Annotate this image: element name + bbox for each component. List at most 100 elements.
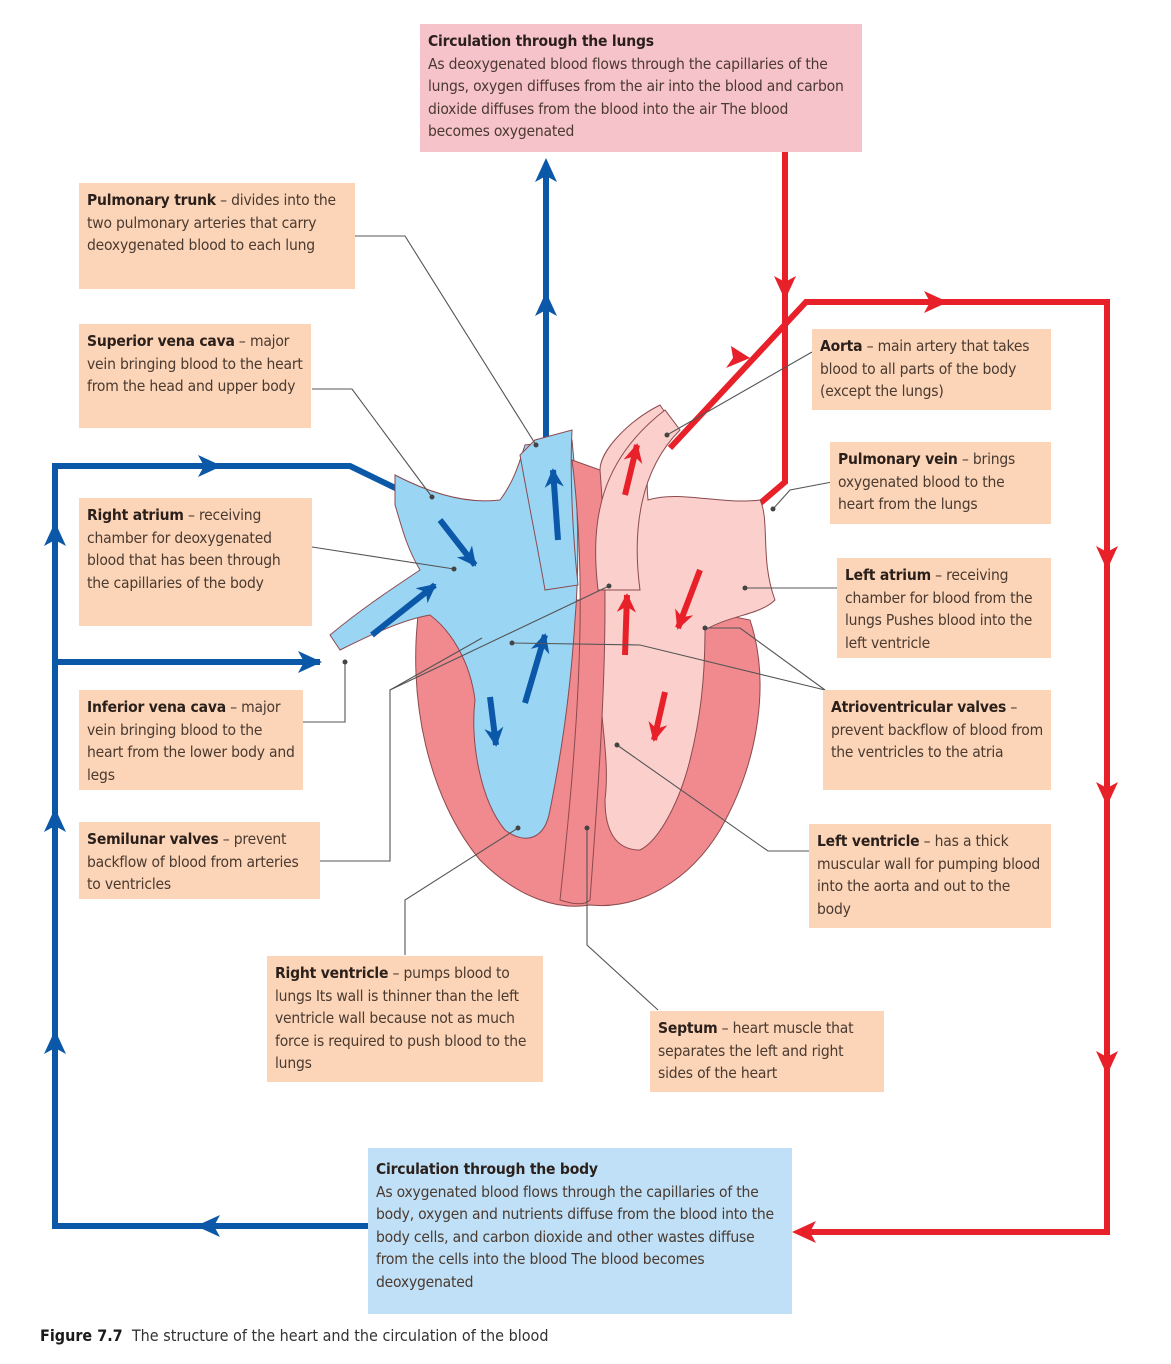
label-desc: receiving chamber for blood from the lun… (845, 566, 1033, 652)
label-septum: Septum – heart muscle that separates the… (650, 1011, 884, 1092)
flow-arrow-blue (522, 633, 550, 704)
leader-dots (342, 432, 776, 831)
label-term: Inferior vena cava (87, 698, 226, 716)
figure-caption-text: The structure of the heart and the circu… (131, 1326, 549, 1345)
leader-av-valves (705, 627, 826, 691)
flow-arrow-red (675, 568, 703, 630)
label-term: Left ventricle (817, 832, 920, 850)
label-av-valves: Atrioventricular valves – prevent backfl… (823, 690, 1051, 790)
arrowhead-right-icon (298, 651, 322, 673)
label-desc: main artery that takes blood to all part… (820, 337, 1030, 400)
heart-flow-arrows (370, 443, 703, 747)
label-term: Semilunar valves (87, 830, 219, 848)
body-return-line (52, 463, 422, 1229)
figure-number: Figure 7.7 (40, 1326, 123, 1345)
label-semilunar-valves: Semilunar valves – prevent backflow of b… (79, 822, 320, 899)
oxygenated-circulation-lines (667, 152, 1110, 1235)
leader-dot (702, 625, 708, 631)
flow-arrow-blue (370, 582, 437, 638)
leader-left-ventricle (616, 744, 812, 852)
body-circulation-box: Circulation through the body As oxygenat… (368, 1148, 792, 1314)
arrowhead-right-icon (198, 455, 222, 477)
leader-dot (451, 566, 457, 572)
label-term: Right ventricle (275, 964, 389, 982)
arrowhead-left-icon (792, 1221, 816, 1243)
label-desc: brings oxygenated blood to the heart fro… (838, 450, 1016, 513)
label-superior-vena-cava: Superior vena cava – major vein bringing… (79, 324, 311, 428)
label-desc: heart muscle that separates the left and… (658, 1019, 854, 1082)
leader-dot (515, 825, 521, 831)
arrowhead-down-icon (774, 276, 796, 300)
arrowhead-left-icon (196, 1215, 220, 1237)
label-term: Atrioventricular valves (831, 698, 1007, 716)
label-desc: major vein bringing blood to the heart f… (87, 332, 303, 395)
body-circulation-title: Circulation through the body (376, 1160, 598, 1178)
label-pulmonary-trunk: Pulmonary trunk – divides into the two p… (79, 183, 355, 289)
arrowhead-down-icon (1096, 546, 1118, 570)
lungs-circulation-text: As deoxygenated blood flows through the … (428, 54, 844, 141)
arrowhead-down-icon (1096, 1051, 1118, 1075)
leader-dot (509, 640, 515, 646)
label-term: Left atrium (845, 566, 931, 584)
label-desc: has a thick muscular wall for pumping bl… (817, 832, 1041, 918)
label-pulmonary-vein: Pulmonary vein – brings oxygenated blood… (830, 442, 1051, 524)
leader-pulmonary-trunk (355, 235, 537, 446)
leader-av-valves-2 (511, 642, 826, 691)
leader-dot (614, 742, 620, 748)
right-heart-chambers (329, 439, 579, 839)
leader-inferior-vena-cava (303, 662, 346, 723)
arrowhead-aorta-icon (726, 346, 750, 368)
aorta-to-body-line (667, 299, 1110, 1235)
arrowhead-up-icon (44, 522, 66, 546)
leader-pulmonary-vein (772, 481, 833, 510)
figure-caption: Figure 7.7 The structure of the heart an… (40, 1326, 548, 1345)
leader-dot (584, 825, 590, 831)
label-desc: receiving chamber for deoxygenated blood… (87, 506, 281, 592)
arrowhead-up-icon (535, 158, 557, 182)
aorta-vessel (595, 409, 681, 591)
label-desc: pumps blood to lungs Its wall is thinner… (275, 964, 527, 1072)
leader-dot (342, 659, 348, 665)
leader-right-atrium (311, 546, 455, 570)
arrowhead-up-icon (44, 1030, 66, 1054)
label-aorta: Aorta – main artery that takes blood to … (812, 329, 1051, 410)
label-desc: divides into the two pulmonary arteries … (87, 191, 336, 254)
leader-dot (770, 506, 776, 512)
label-desc: prevent backflow of blood from arteries … (87, 830, 299, 893)
label-inferior-vena-cava: Inferior vena cava – major vein bringing… (79, 690, 303, 790)
flow-arrow-blue (437, 518, 478, 567)
label-right-ventricle: Right ventricle – pumps blood to lungs I… (267, 956, 543, 1082)
flow-arrow-blue (484, 696, 504, 747)
arrowhead-down-icon (1096, 782, 1118, 806)
leader-superior-vena-cava (312, 388, 433, 498)
label-term: Pulmonary vein (838, 450, 958, 468)
leader-dot (606, 583, 612, 589)
leader-dot (429, 494, 435, 500)
label-left-ventricle: Left ventricle – has a thick muscular wa… (809, 824, 1051, 928)
flow-arrow-red (616, 593, 637, 656)
flow-arrow-blue (544, 468, 564, 541)
arrowhead-up-icon (44, 808, 66, 832)
label-desc: prevent backflow of blood from the ventr… (831, 720, 1044, 762)
lungs-circulation-title: Circulation through the lungs (428, 32, 654, 50)
leader-dot (533, 442, 539, 448)
leader-semilunar-valves-2 (389, 637, 483, 691)
label-term: Aorta (820, 337, 863, 355)
label-term: Pulmonary trunk (87, 191, 216, 209)
leader-aorta (666, 351, 813, 436)
lungs-circulation-box: Circulation through the lungs As deoxyge… (420, 24, 862, 152)
septum (559, 459, 606, 905)
leader-dot (664, 432, 670, 438)
label-term: Right atrium (87, 506, 184, 524)
flow-arrow-red (648, 691, 668, 742)
flow-arrow-red (622, 443, 643, 496)
arrowhead-up-icon (535, 292, 557, 316)
label-term: Superior vena cava (87, 332, 235, 350)
leader-lines (303, 235, 838, 1011)
leader-dot (742, 585, 748, 591)
label-term: Septum (658, 1019, 718, 1037)
leader-septum (586, 828, 659, 1011)
lungs-to-pulmonary-vein-line (748, 152, 788, 515)
label-desc: major vein bringing blood to the heart f… (87, 698, 295, 784)
arrowhead-right-icon (924, 291, 948, 313)
